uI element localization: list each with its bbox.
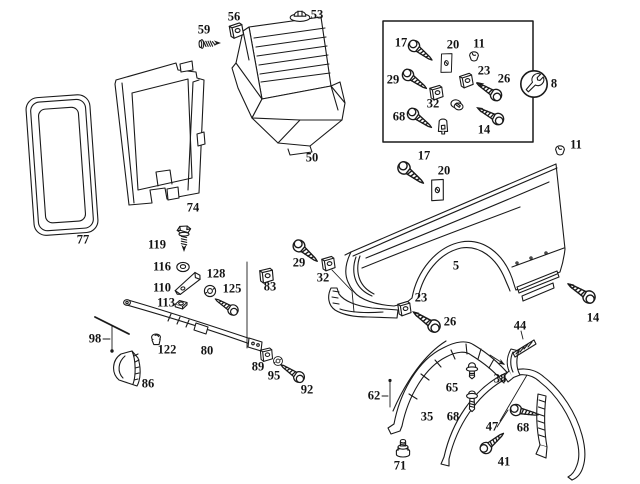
part-5-fender [328,163,566,319]
part-32-leader [331,269,355,313]
part-128-grommet [203,284,217,298]
part-11-grommet [555,145,565,156]
part-122-pushpin [151,333,161,346]
part-47-arch-seal [440,368,586,481]
part-35-arch-liner [387,340,512,435]
part-29-screw [290,237,322,267]
part-50-air-duct [231,16,346,156]
part-77-seal-frame [25,94,99,236]
part-86-strap [113,350,141,387]
rear-seal-strip [535,393,548,459]
part-95-grommet [273,356,283,366]
part-20-plate-box [439,52,454,74]
part-116-washer [176,261,190,273]
part-32-clip [321,255,336,272]
part-11-grommet-box [469,51,479,62]
part-41-screw [477,428,508,457]
part-92-screw [277,359,308,386]
part-38-bracket [503,348,521,383]
part-14-screw [564,278,599,307]
part-125-screw [211,293,241,318]
wrench-icon [519,70,548,99]
box-lock-clip [437,118,449,135]
part-68-screw-mid [466,390,478,413]
hardware-box [382,20,534,143]
part-41-leader [496,409,509,428]
part-80-strip [123,299,263,352]
part-98-pin [94,316,130,353]
part-119-arrow [181,244,187,252]
part-71-stud [395,438,411,458]
part-23-clip [397,300,412,317]
part-68-screw-right [508,402,541,421]
part-38-arrow [497,358,507,368]
part-44-rod [512,330,537,358]
part-74-shroud [114,60,206,206]
part-20-plate [429,178,446,203]
part-110-bracket [174,271,201,295]
part-59-arrow [213,40,221,46]
part-119-bolt [176,225,192,246]
part-47-leader [499,374,528,422]
part-113-nut [174,299,188,310]
part-89-clip [259,347,274,363]
part-83-clip [259,267,274,284]
part-53-cap-nut [289,10,311,22]
part-65-rivet [465,362,479,380]
part-26-screw [409,306,444,336]
part-17-screw [394,158,428,189]
part-59-screw [198,38,216,49]
part-62-marker [381,378,392,408]
